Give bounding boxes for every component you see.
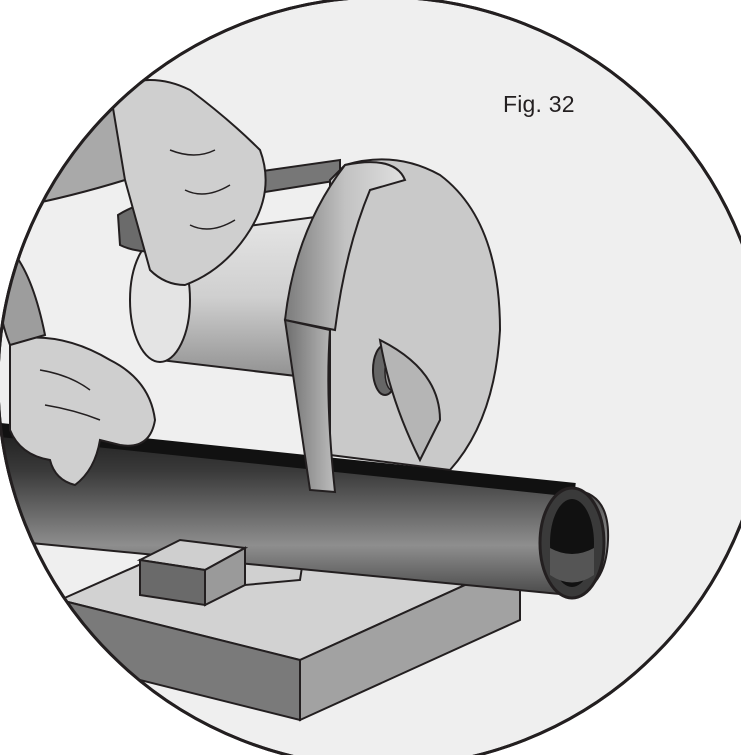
vise-block (136, 538, 249, 607)
figure-label: Fig. 32 (503, 91, 575, 117)
blade-guard (283, 158, 502, 494)
